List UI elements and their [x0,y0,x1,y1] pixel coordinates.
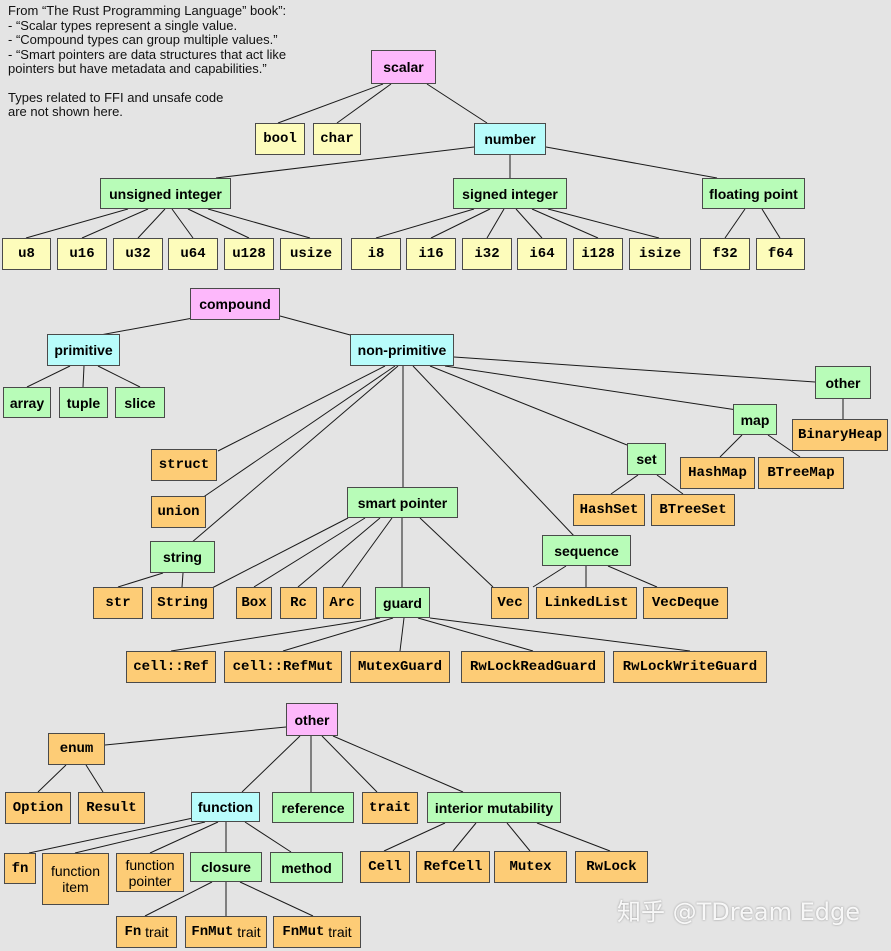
note-line: Types related to FFI and unsafe code [8,89,224,105]
node-sequence: sequence [542,535,631,566]
node-guard: guard [375,587,430,618]
node-enum: enum [48,733,105,765]
node-floating-point: floating point [702,178,805,209]
node-rwlockreadguard: RwLockReadGuard [461,651,605,683]
node-method: method [270,852,343,883]
node-smart-pointer: smart pointer [347,487,458,518]
node-binaryheap: BinaryHeap [792,419,888,451]
node-isize: isize [629,238,691,270]
node-tuple: tuple [59,387,108,418]
node-mutex: Mutex [494,851,567,883]
node-array: array [3,387,51,418]
note-spacer [8,77,286,91]
node-compound: compound [190,288,280,320]
node-mutexguard: MutexGuard [350,651,450,683]
node-i16: i16 [406,238,456,270]
node-string-type: String [151,587,214,619]
node-fnmut-trait: FnMut trait [185,916,267,948]
node-vecdeque: VecDeque [643,587,728,619]
node-other: other [286,703,338,736]
node-u128: u128 [224,238,274,270]
node-fn-trait: Fn trait [116,916,177,948]
fn-trait-code: Fn [124,924,142,940]
node-str: str [93,587,143,619]
node-closure: closure [190,852,262,882]
node-btreeset: BTreeSet [651,494,735,526]
node-union: union [151,496,206,528]
node-string-group: string [150,541,215,573]
node-f32: f32 [700,238,750,270]
node-map: map [733,404,777,435]
node-fn: fn [4,853,36,884]
node-signed-integer: signed integer [453,178,567,209]
node-set: set [627,443,666,475]
node-char: char [313,123,361,155]
node-linkedlist: LinkedList [536,587,637,619]
fnmut-trait-word: trait [237,924,261,940]
node-bool: bool [255,123,305,155]
node-arc: Arc [323,587,361,619]
fnmut-trait-2-code: FnMut [282,924,325,940]
node-vec: Vec [491,587,529,619]
note-line: - “Smart pointers are data structures th… [8,46,287,62]
node-hashset: HashSet [573,494,645,526]
note-line: - “Scalar types represent a single value… [8,17,238,33]
node-number: number [474,123,546,155]
note-line: are not shown here. [8,104,123,119]
node-i8: i8 [351,238,401,270]
node-interior-mutability: interior mutability [427,792,561,823]
node-function-pointer: function pointer [116,853,184,892]
fn-trait-word: trait [145,924,169,940]
node-hashmap: HashMap [680,457,755,489]
node-function: function [191,792,260,822]
note-line: - “Compound types can group multiple val… [8,32,278,47]
node-scalar: scalar [371,50,436,84]
node-u32: u32 [113,238,163,270]
node-cell-refmut: cell::RefMut [224,651,342,683]
node-cell-ref: cell::Ref [126,651,216,683]
node-u8: u8 [2,238,51,270]
note-line: From “The Rust Programming Language” boo… [8,3,287,18]
node-other-collection: other [815,366,871,399]
node-struct: struct [151,449,217,481]
fnmut-trait-2-word: trait [328,924,352,940]
node-slice: slice [115,387,165,418]
node-box: Box [236,587,272,619]
intro-notes: From “The Rust Programming Language” boo… [8,3,287,120]
node-rc: Rc [280,587,317,619]
node-option: Option [5,792,71,824]
node-u16: u16 [57,238,107,270]
node-trait: trait [362,792,418,824]
node-rwlock: RwLock [575,851,648,883]
node-refcell: RefCell [416,851,490,883]
node-f64: f64 [756,238,805,270]
node-cell: Cell [360,851,410,883]
node-i32: i32 [462,238,512,270]
node-fnmut-trait-2: FnMut trait [273,916,361,948]
node-non-primitive: non-primitive [350,334,454,366]
node-function-item: function item [42,853,109,905]
node-rwlockwriteguard: RwLockWriteGuard [613,651,767,683]
node-reference: reference [272,792,354,823]
node-btreemap: BTreeMap [758,457,844,489]
node-usize: usize [280,238,342,270]
node-i128: i128 [573,238,623,270]
fnmut-trait-code: FnMut [191,924,234,940]
node-primitive: primitive [47,334,120,366]
note-line: pointers but have metadata and capabilit… [8,61,267,76]
node-unsigned-integer: unsigned integer [100,178,231,209]
node-result: Result [78,792,145,824]
node-u64: u64 [168,238,218,270]
node-i64: i64 [517,238,567,270]
watermark: 知乎 @TDream Edge [617,898,860,926]
